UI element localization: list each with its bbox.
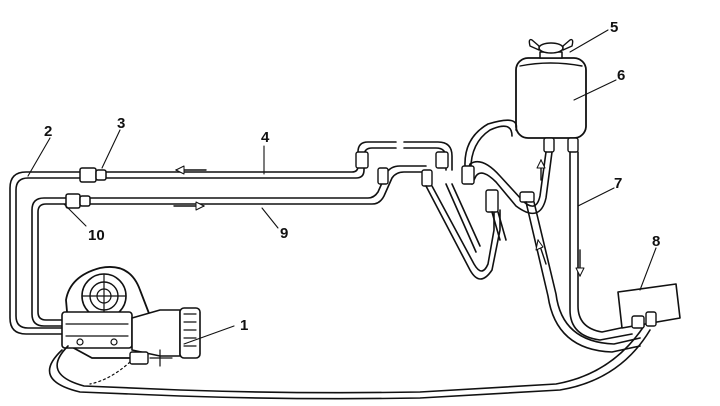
reservoir xyxy=(515,51,587,139)
callout-5: 5 xyxy=(610,19,618,36)
reservoir-outlets xyxy=(543,137,579,153)
pump-bottom-hose xyxy=(48,325,651,400)
callout-9: 9 xyxy=(280,225,288,242)
callout-4: 4 xyxy=(261,129,270,146)
reservoir-cap xyxy=(528,38,574,54)
leader-lines xyxy=(27,29,657,345)
callout-8: 8 xyxy=(652,233,660,250)
line-left-return-2 xyxy=(9,171,81,335)
callout-1: 1 xyxy=(240,317,248,334)
return-hose-7 xyxy=(569,151,633,341)
callout-2: 2 xyxy=(44,123,52,140)
reservoir-supply-hose xyxy=(464,119,553,215)
middle-hose-fittings xyxy=(461,165,535,213)
line-lower-10 xyxy=(31,197,75,327)
pressure-hose xyxy=(491,201,641,353)
pump-assembly xyxy=(61,266,201,367)
fitting-lower-10 xyxy=(65,193,91,209)
callout-10: 10 xyxy=(88,227,105,244)
valve-box xyxy=(617,283,681,329)
flow-arrows xyxy=(173,159,585,277)
fitting-upper-3 xyxy=(79,167,107,183)
callout-6: 6 xyxy=(617,67,625,84)
line-lower-loop xyxy=(425,183,501,280)
callout-7: 7 xyxy=(614,175,622,192)
callout-3: 3 xyxy=(117,115,125,132)
line-upper-4 xyxy=(103,141,397,179)
unions-center xyxy=(355,151,449,187)
